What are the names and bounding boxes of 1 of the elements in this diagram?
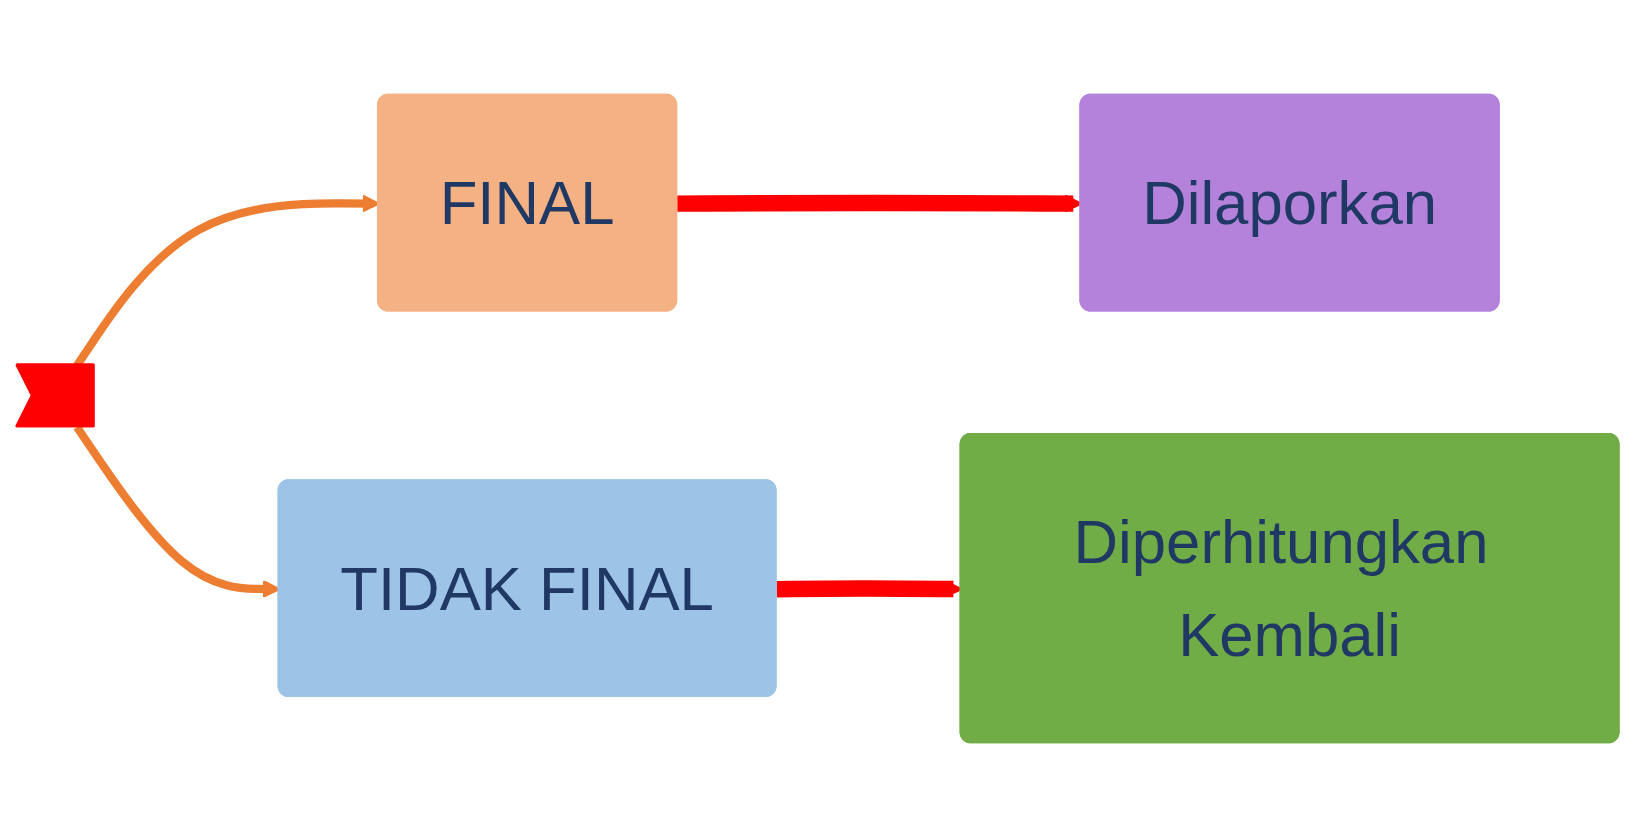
flowchart-diagram: FINAL Dilaporkan TIDAK FINAL Diperhitungkan Kembali bbox=[0, 0, 1635, 837]
